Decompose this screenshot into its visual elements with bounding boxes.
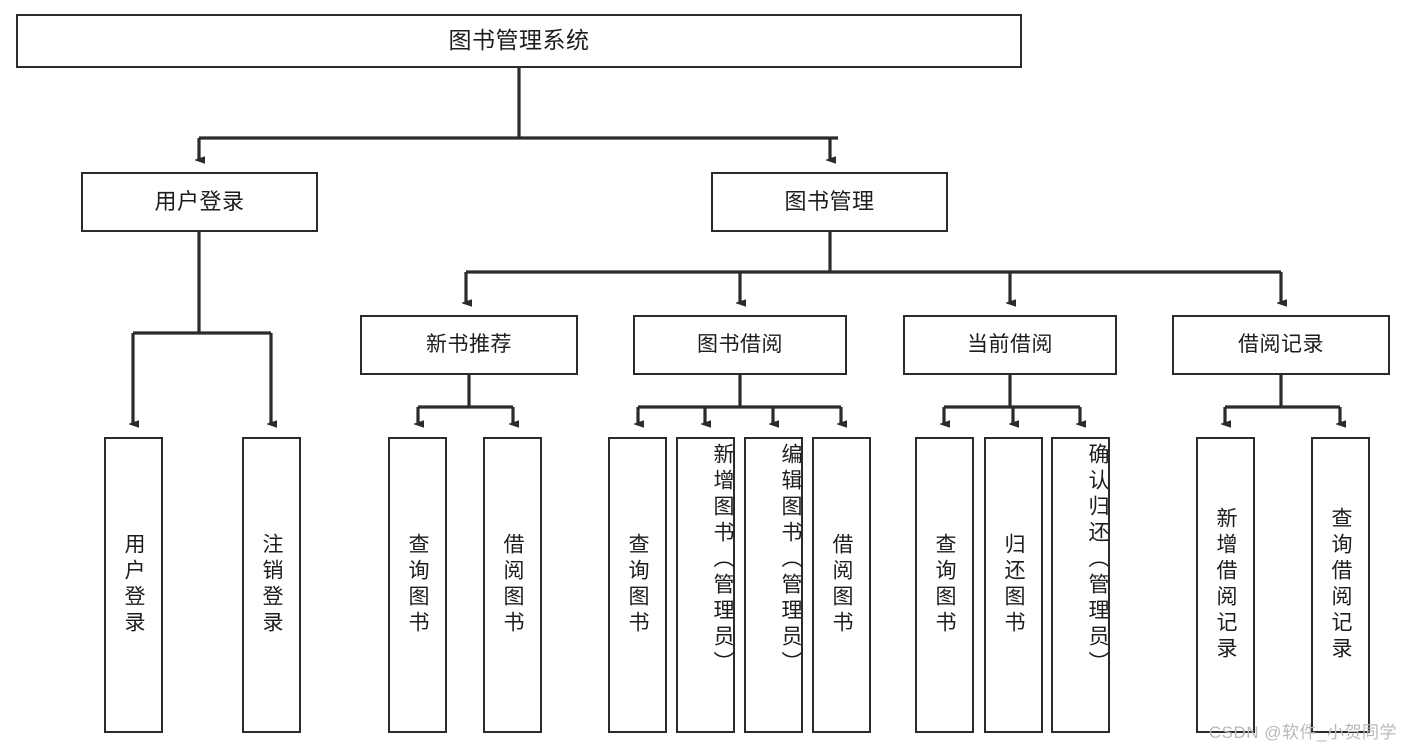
leaf-recommend-borrow-books[interactable]: 借阅图书	[483, 437, 542, 733]
leaf-recommend-query-books[interactable]: 查询图书	[388, 437, 447, 733]
leaf-user-login-logout[interactable]: 注销登录	[242, 437, 301, 733]
leaf-current-query-books[interactable]: 查询图书	[915, 437, 974, 733]
leaf-borrow-add-book-admin[interactable]: 新增图书（管理员）	[676, 437, 735, 733]
leaf-current-confirm-return-admin[interactable]: 确认归还（管理员）	[1051, 437, 1110, 733]
node-root[interactable]: 图书管理系统	[16, 14, 1022, 68]
leaf-borrow-query-books[interactable]: 查询图书	[608, 437, 667, 733]
leaf-borrow-borrow-books[interactable]: 借阅图书	[812, 437, 871, 733]
leaf-records-query-record[interactable]: 查询借阅记录	[1311, 437, 1370, 733]
node-book-borrow[interactable]: 图书借阅	[633, 315, 847, 375]
leaf-borrow-edit-book-admin[interactable]: 编辑图书（管理员）	[744, 437, 803, 733]
leaf-records-add-record[interactable]: 新增借阅记录	[1196, 437, 1255, 733]
leaf-user-login-login[interactable]: 用户登录	[104, 437, 163, 733]
node-new-book-recommend[interactable]: 新书推荐	[360, 315, 578, 375]
node-current-borrow[interactable]: 当前借阅	[903, 315, 1117, 375]
watermark-text: CSDN @软件_小贺同学	[1208, 723, 1397, 742]
leaf-current-return-books[interactable]: 归还图书	[984, 437, 1043, 733]
node-user-login[interactable]: 用户登录	[81, 172, 318, 232]
node-borrow-records[interactable]: 借阅记录	[1172, 315, 1390, 375]
node-book-management[interactable]: 图书管理	[711, 172, 948, 232]
